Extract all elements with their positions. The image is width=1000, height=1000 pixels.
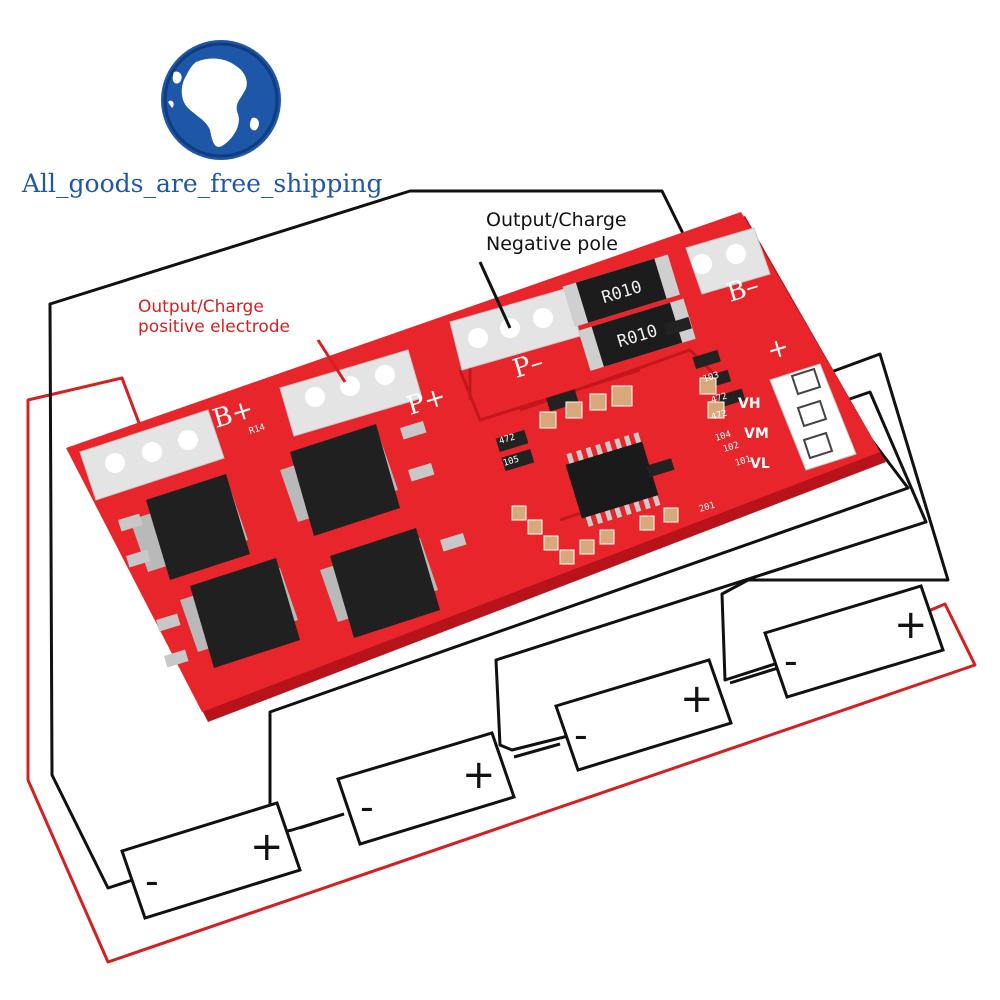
callout-positive-line2: positive electrode <box>138 317 290 337</box>
pad-vm <box>796 399 828 428</box>
callout-negative-line2: Negative pole <box>486 233 618 255</box>
callout-positive-pointer <box>316 339 347 383</box>
silk-code-7: 472 <box>710 392 728 406</box>
silk-code-10: 101 <box>734 455 752 469</box>
connector-label-vm: VM <box>744 426 769 442</box>
silk-code-5: 472 <box>710 409 728 423</box>
silk-code-9: 201 <box>698 501 716 515</box>
shunt-resistor-1: R010 <box>562 254 680 327</box>
cell-2-minus: - <box>360 785 374 829</box>
battery-cell-2: - + <box>336 731 516 846</box>
brand-logo: All_goods_are_free_shipping <box>21 40 382 198</box>
battery-cell-1: - + <box>120 801 302 920</box>
link-wire-3 <box>729 666 779 685</box>
connector-label-vh: VH <box>738 396 761 412</box>
positive-wire <box>26 376 977 964</box>
silk-code-2: 472 <box>498 433 516 447</box>
cell-4-minus: - <box>784 639 798 683</box>
silk-code-1: R14 <box>248 423 266 437</box>
link-wire-1 <box>299 812 345 830</box>
callout-positive: Output/Charge positive electrode <box>138 297 347 383</box>
cell-3-plus: + <box>680 676 714 722</box>
silk-code-8: 102 <box>722 441 740 455</box>
battery-cell-4: - + <box>763 584 945 699</box>
silk-code-4: 103 <box>702 371 720 385</box>
silk-code-6: 104 <box>714 430 732 444</box>
link-wire-2 <box>513 742 561 759</box>
callout-negative: Output/Charge Negative pole <box>478 209 627 329</box>
mosfet-2 <box>280 420 435 536</box>
bms-board: B+ P+ P– B– + R010 R010 <box>66 212 886 722</box>
battery-cell-3: - + <box>554 658 733 772</box>
negative-wire <box>48 189 704 890</box>
pad-vh <box>790 367 822 396</box>
callout-positive-line1: Output/Charge <box>138 297 264 317</box>
mosfet-1 <box>117 474 250 580</box>
cell-2-plus: + <box>462 752 496 798</box>
silk-code-3: 105 <box>502 455 520 469</box>
pad-vl <box>802 431 834 460</box>
balance-connector: VH VM VL <box>738 363 857 472</box>
callout-negative-pointer <box>478 261 512 329</box>
tap-wire-vm <box>494 390 928 752</box>
cell-3-minus: - <box>574 713 588 757</box>
cell-1-minus: - <box>145 859 159 903</box>
globe-icon <box>161 40 281 160</box>
connector-label-vl: VL <box>750 456 770 472</box>
smd-components: R14 472 105 103 472 104 472 102 201 101 <box>248 316 752 565</box>
pad-b-minus <box>685 227 771 295</box>
protection-ic <box>565 432 661 527</box>
shunt-resistor-2: R010 <box>578 298 696 371</box>
mosfet-3 <box>156 558 300 668</box>
pad-b-plus <box>79 409 225 501</box>
brand-name: All_goods_are_free_shipping <box>21 169 382 198</box>
wiring <box>26 189 977 964</box>
cell-1-plus: + <box>250 824 284 870</box>
pad-p-plus <box>279 349 423 437</box>
cell-4-plus: + <box>894 602 928 648</box>
mosfet-4 <box>320 528 467 638</box>
callout-negative-line1: Output/Charge <box>486 209 627 231</box>
